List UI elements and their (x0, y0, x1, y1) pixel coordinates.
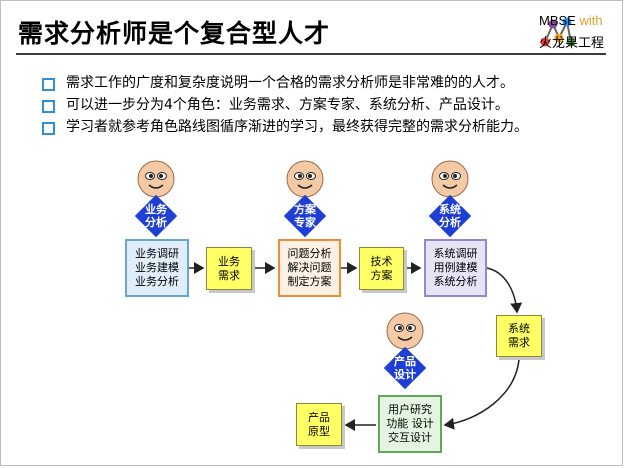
activity-system-box: 系统调研 用例建模 系统分析 (424, 239, 487, 297)
arrow-system-to-sysreq (486, 267, 523, 314)
logo-brand-text: MBSE (539, 13, 576, 28)
activity-business-box: 业务调研 业务建模 业务分析 (125, 239, 189, 297)
bullet-list: 需求工作的广度和复杂度说明一个合格的需求分析师是非常难的的人才。 可以进一步分为… (42, 72, 528, 138)
logo-subtitle: 火龙果工程 (539, 36, 605, 51)
arrow-sysreq-to-product (443, 359, 520, 430)
note-system-requirement: 系统 需求 (496, 315, 542, 357)
note-business-requirement: 业务 需求 (206, 247, 252, 290)
person-face-icon (431, 160, 469, 198)
square-bullet-icon (42, 122, 55, 135)
role-label: 业务 分析 (145, 203, 167, 229)
page-title: 需求分析师是个复合型人才 (18, 19, 331, 48)
bullet-text: 可以进一步分为4个角色：业务需求、方案专家、系统分析、产品设计。 (66, 97, 509, 113)
role-label: 方案 专家 (294, 203, 316, 229)
note-product-prototype: 产品 原型 (296, 403, 342, 446)
person-face-icon (286, 160, 324, 198)
role-solution-expert: 方案 专家 (283, 194, 327, 238)
logo-brand: MBSE with (539, 13, 603, 28)
bullet-item: 需求工作的广度和复杂度说明一个合格的需求分析师是非常难的的人才。 (42, 72, 528, 94)
role-product-design: 产品 设计 (383, 346, 427, 390)
person-face-icon (386, 312, 424, 350)
activity-product-box: 用户研究 功能 设计 交互设计 (378, 395, 442, 453)
logo-icon (540, 17, 576, 47)
person-face-icon (137, 160, 175, 198)
role-label: 系统 分析 (439, 203, 461, 229)
role-business-analysis: 业务 分析 (134, 194, 178, 238)
bullet-text: 需求工作的广度和复杂度说明一个合格的需求分析师是非常难的的人才。 (66, 75, 514, 91)
bullet-item: 可以进一步分为4个角色：业务需求、方案专家、系统分析、产品设计。 (42, 94, 528, 116)
activity-solution-box: 问题分析 解决问题 制定方案 (278, 239, 341, 297)
square-bullet-icon (42, 100, 55, 113)
logo-with-text: with (579, 13, 603, 28)
square-bullet-icon (42, 78, 55, 91)
note-technical-solution: 技术 方案 (359, 247, 404, 290)
role-label: 产品 设计 (394, 355, 416, 381)
bullet-item: 学习者就参考角色路线图循序渐进的学习，最终获得完整的需求分析能力。 (42, 116, 528, 138)
bullet-text: 学习者就参考角色路线图循序渐进的学习，最终获得完整的需求分析能力。 (66, 119, 528, 135)
role-system-analysis: 系统 分析 (428, 194, 472, 238)
title-divider (16, 53, 606, 55)
